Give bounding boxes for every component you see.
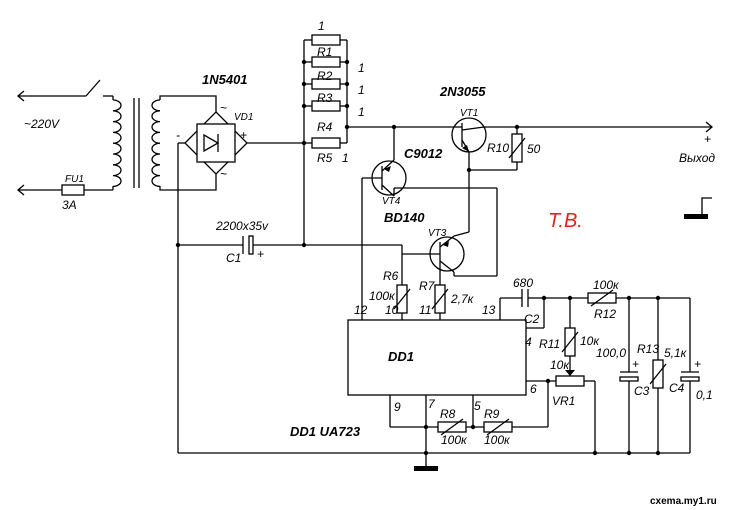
ac-input — [16, 79, 113, 196]
ic-pin-7: 7 — [428, 397, 436, 411]
r13-name-label: R13 — [637, 342, 659, 356]
transistor-vt3 — [401, 170, 497, 285]
resistors-r8-r9 — [389, 378, 661, 456]
resistor-r7 — [431, 284, 449, 320]
r6-name-label: R6 — [383, 269, 399, 283]
r10-value-label: 50 — [527, 142, 541, 156]
capacitor-c3 — [619, 298, 639, 453]
resistor-r10 — [466, 127, 526, 173]
potentiometer-vr1 — [526, 370, 596, 453]
ground-symbol — [414, 453, 438, 471]
output-plus-label: + — [704, 132, 711, 146]
bridge-plus-label: + — [240, 128, 247, 142]
r11-value-label: 10к — [580, 334, 600, 348]
r5-label: R5 — [317, 151, 333, 165]
capacitor-c1 — [175, 235, 403, 255]
r11-name-label: R11 — [539, 337, 560, 351]
c1-plus-label: + — [257, 247, 264, 261]
ic-name-label: DD1 — [388, 349, 414, 364]
diode-name-label: VD1 — [234, 112, 253, 123]
transistor-vt4 — [361, 127, 498, 320]
r2-label: R2 — [317, 69, 333, 83]
c4-plus-label: + — [694, 357, 701, 371]
r1-label: R1 — [317, 45, 332, 59]
ic-pin-11: 11 — [419, 303, 431, 317]
vt4-type-label: C9012 — [404, 146, 443, 161]
vt3-type-label: BD140 — [384, 210, 425, 225]
vr1-value-label: 10к — [550, 358, 570, 372]
vt1-type-label: 2N3055 — [439, 84, 486, 99]
r2-value-label: 1 — [358, 61, 365, 75]
r12-name-label: R12 — [594, 307, 616, 321]
resistor-r12 — [544, 289, 690, 307]
fuse-name-label: FU1 — [65, 174, 84, 185]
c4-name-label: C4 — [669, 381, 685, 395]
ic-pin-10: 10 — [385, 303, 399, 317]
fuse-rating-label: 3A — [62, 198, 77, 212]
watermark: cxema.my1.ru — [650, 496, 717, 507]
r7-name-label: R7 — [419, 279, 436, 293]
r6-value-label: 100к — [369, 289, 396, 303]
r12-value-label: 100к — [593, 278, 620, 292]
r10-name-label: R10 — [487, 141, 509, 155]
c4-value-label: 0,1 — [696, 388, 713, 402]
bridge-ac2-label: ~ — [220, 167, 227, 181]
r3-value-label: 1 — [358, 83, 365, 97]
r8-value-label: 100к — [441, 433, 468, 447]
vt3-name-label: VT3 — [428, 228, 447, 239]
vr1-name-label: VR1 — [552, 394, 575, 408]
r3-label: R3 — [317, 91, 333, 105]
diode-bridge-vd1 — [178, 111, 304, 175]
c3-value-label: 100,0 — [596, 346, 626, 360]
ac-input-label: ~220V — [24, 117, 60, 131]
diode-type-label: 1N5401 — [202, 72, 248, 87]
vt4-name-label: VT4 — [382, 196, 401, 207]
resistor-r13 — [649, 298, 667, 453]
r1-value-label: 1 — [318, 19, 325, 33]
r9-name-label: R9 — [484, 407, 500, 421]
bridge-ac1-label: ~ — [220, 101, 227, 115]
bridge-minus-label: - — [176, 128, 180, 142]
r4-label: R4 — [317, 120, 333, 134]
c3-plus-label: + — [632, 357, 639, 371]
output-label: Выход — [679, 151, 715, 165]
ic-pin-12: 12 — [354, 303, 368, 317]
ic-pin-4: 4 — [525, 335, 532, 349]
transformer — [112, 95, 217, 191]
capacitor-c2 — [499, 289, 547, 329]
resistor-bank — [301, 34, 350, 245]
transistor-vt1 — [451, 117, 487, 170]
c1-value-label: 2200x35v — [215, 219, 269, 233]
c2-value-label: 680 — [513, 276, 533, 290]
c1-name-label: C1 — [226, 251, 241, 265]
ic-type-label: DD1 UA723 — [290, 424, 361, 439]
ic-pin-13: 13 — [482, 303, 496, 317]
c2-name-label: C2 — [524, 312, 540, 326]
ic-dd1 — [347, 319, 527, 396]
c3-name-label: C3 — [634, 384, 650, 398]
vt1-name-label: VT1 — [460, 108, 478, 119]
fuse-fu1 — [61, 184, 85, 196]
tv-mark: T.B. — [548, 210, 583, 232]
resistor-r6 — [393, 284, 411, 320]
r9-value-label: 100к — [484, 433, 511, 447]
ic-pin-9: 9 — [394, 400, 401, 414]
ic-pin-6: 6 — [530, 382, 537, 396]
capacitor-c4 — [680, 298, 700, 453]
r5-value-label: 1 — [342, 151, 349, 165]
ic-pin-5: 5 — [474, 399, 481, 413]
r8-name-label: R8 — [440, 407, 456, 421]
r7-value-label: 2,7к — [450, 292, 475, 306]
r4-value-label: 1 — [358, 105, 365, 119]
r13-value-label: 5,1к — [664, 346, 688, 360]
ground-output — [684, 197, 712, 219]
